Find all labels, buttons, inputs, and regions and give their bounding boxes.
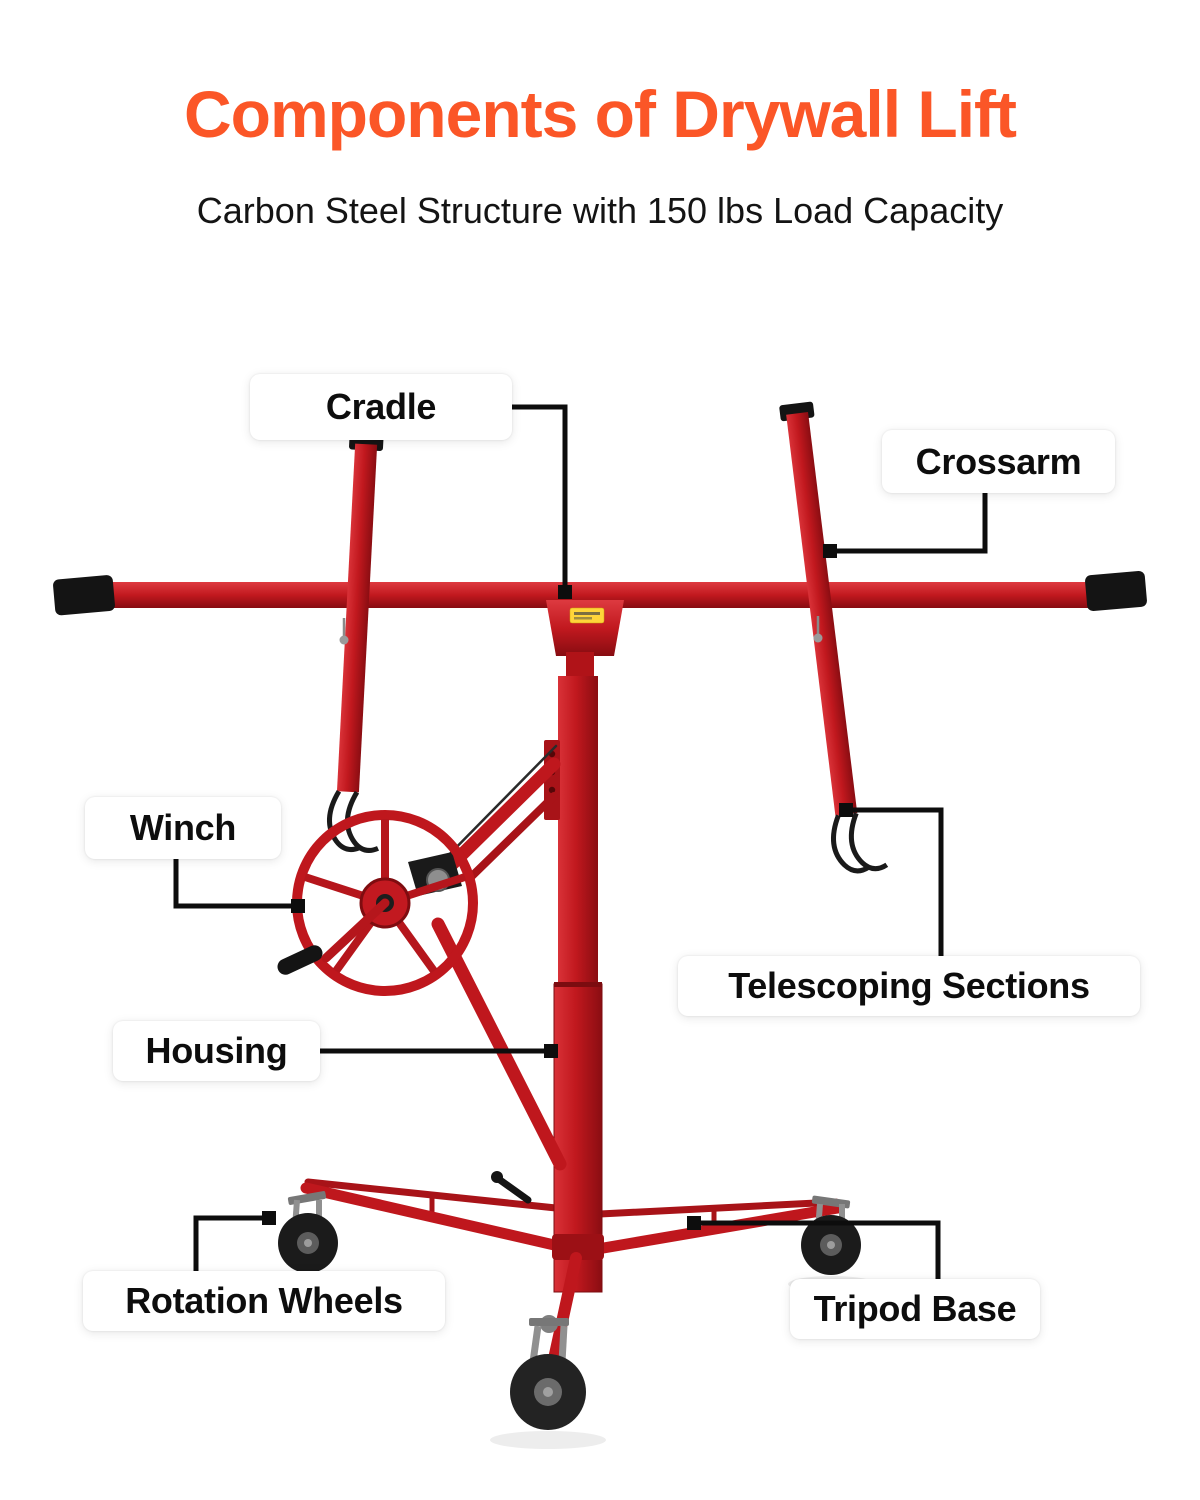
crossarm-right (779, 401, 889, 874)
tripod-base (300, 1171, 844, 1258)
release-lever (496, 1176, 532, 1204)
label-cradle: Cradle (250, 374, 512, 440)
connector-rotation-wheels-dot (262, 1211, 276, 1225)
callout-connectors (173, 404, 988, 1279)
caster-right (801, 1195, 861, 1275)
drywall-hook (345, 790, 380, 853)
connector-cradle-line (512, 404, 568, 592)
connector-telescoping-dot (839, 803, 853, 817)
mast-base-collar (552, 1234, 604, 1260)
retaining-pins (339, 616, 823, 645)
beam-center-bracket (546, 600, 624, 688)
brand-sticker (569, 607, 605, 624)
connector-housing-dot (544, 1044, 558, 1058)
winch-crank-arm (321, 898, 390, 963)
base-leg-front (546, 1252, 582, 1374)
crossarm-left (327, 433, 384, 853)
connector-crossarm-dot (823, 544, 837, 558)
label-housing: Housing (113, 1021, 320, 1081)
page-subtitle: Carbon Steel Structure with 150 lbs Load… (196, 190, 1004, 231)
drywall-hook (831, 814, 871, 874)
connector-winch-dot (291, 899, 305, 913)
connector-tripod-base-line (694, 1220, 941, 1279)
drywall-hook (327, 789, 362, 852)
cradle-beam (53, 570, 1147, 616)
connector-telescoping-line (846, 807, 944, 956)
label-winch: Winch (85, 797, 281, 859)
connector-crossarm-line (830, 493, 988, 554)
connector-tripod-base-dot (687, 1216, 701, 1230)
page-title: Components of Drywall Lift (184, 77, 1017, 151)
caster-left (278, 1191, 338, 1273)
winch-handle (277, 945, 323, 975)
callout-endpoints (262, 544, 853, 1230)
label-rotation-wheels: Rotation Wheels (83, 1271, 445, 1331)
base-leg-right (574, 1202, 844, 1258)
label-telescoping-sections: Telescoping Sections (678, 956, 1140, 1016)
connector-cradle-dot (558, 585, 572, 599)
base-leg-left (300, 1182, 582, 1256)
label-tripod-base: Tripod Base (790, 1279, 1040, 1339)
connector-rotation-wheels-line (193, 1215, 269, 1271)
label-crossarm: Crossarm (882, 430, 1115, 493)
drywall-hook (848, 812, 889, 872)
beam-endcap-left (53, 575, 115, 616)
connector-winch-line (173, 859, 298, 909)
caster-front (510, 1315, 586, 1430)
beam-endcap-right (1085, 570, 1147, 612)
